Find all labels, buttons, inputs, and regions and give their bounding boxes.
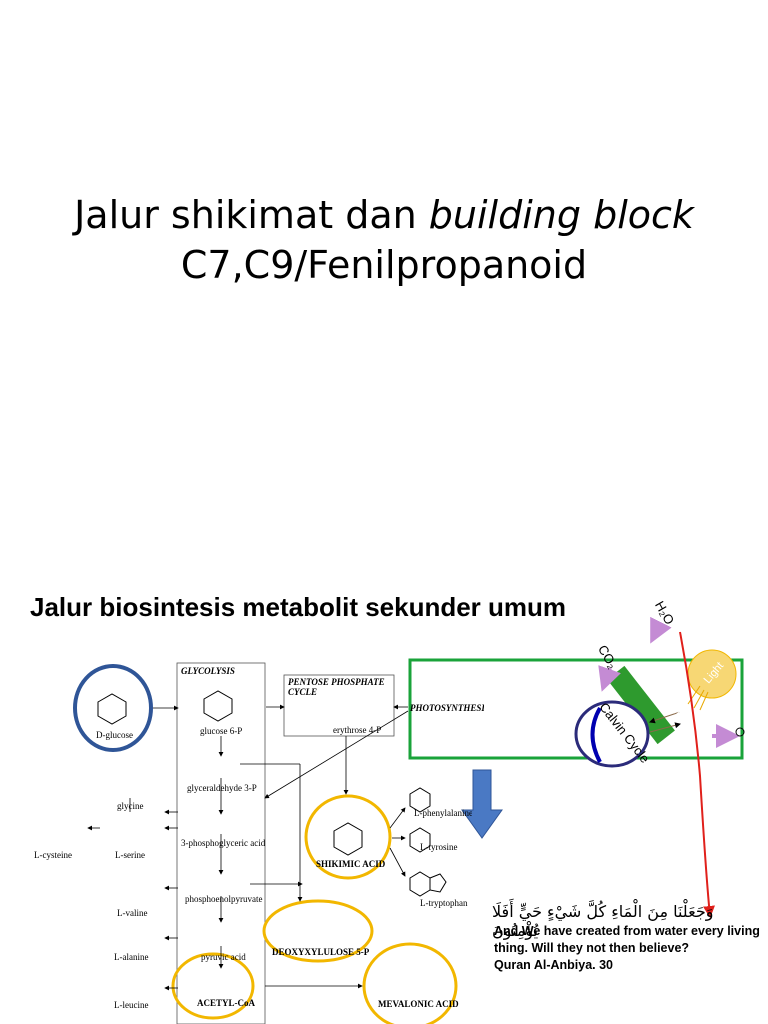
mevalonic-circle [362,942,458,1024]
l-valine-label: L-valine [117,908,148,918]
glycine-label: glycine [117,801,144,811]
l-leucine-label: L-leucine [114,1000,149,1010]
shikimic-label: SHIKIMIC ACID [316,859,386,869]
glycolysis-box [176,662,266,1024]
slide-2-title: Jalur biosintesis metabolit sekunder umu… [30,592,567,622]
d-glucose-circle [73,664,153,752]
pentose-header-1: PENTOSE PHOSPHATE [288,677,385,687]
photosynthesis-label: PHOTOSYNTHESIS [410,703,484,713]
deoxyxylulose-circle [262,899,374,963]
biosynthesis-diagram [73,616,745,1024]
phosphoglyceric-label: 3-phosphoglyceric acid [181,838,266,848]
shikimic-circle [304,794,392,880]
slide-2: Jalur biosintesis metabolit sekunder umu… [0,576,768,1024]
acetyl-coa-circle [171,952,255,1020]
title-line1-italic: building block [428,193,694,237]
photosynthesis-illustration [574,616,745,918]
mevalonic-label: MEVALONIC ACID [378,999,459,1009]
quote-block: And We have created from water every liv… [494,923,764,974]
deoxyxylulose-label: DEOXYXYLULOSE 5-P [272,947,370,957]
phosphoenolpyruvate-label: phosphoenolpyruvate [185,894,263,904]
photosynthesis-box [408,658,744,760]
title-line1-prefix: Jalur shikimat dan [74,193,429,237]
glycolysis-header: GLYCOLYSIS [181,666,235,676]
slide-1: Jalur shikimat dan building block C7,C9/… [0,190,768,290]
l-cysteine-label: L-cysteine [34,850,72,860]
blue-down-arrow [461,769,503,839]
acetyl-coa-label: ACETYL-CoA [197,998,256,1008]
erythrose-label: erythrose 4-P [333,725,382,735]
l-phenylalanine-label: L-phenylalanine [414,808,472,818]
l-tryptophan-label: L-tryptophan [420,898,468,908]
l-alanine-label: L-alanine [114,952,149,962]
title-line2: C7,C9/Fenilpropanoid [180,243,588,287]
quote-english: And We have created from water every liv… [494,924,760,955]
l-tyrosine-label: L-tyrosine [420,842,458,852]
pyruvic-label: pyruvic acid [201,952,246,962]
glucose-6p-label: glucose 6-P [200,726,243,736]
d-glucose-label: D-glucose [96,730,133,740]
l-serine-label: L-serine [115,850,145,860]
slide-1-title: Jalur shikimat dan building block C7,C9/… [0,190,768,290]
quote-source: Quran Al-Anbiya. 30 [494,958,614,972]
pentose-header-2: CYCLE [288,687,318,697]
quote-arabic: وَجَعَلْنَا مِنَ الْمَاءِ كُلَّ شَيْءٍ ح… [492,902,714,940]
glyceraldehyde-label: glyceraldehyde 3-P [187,783,257,793]
